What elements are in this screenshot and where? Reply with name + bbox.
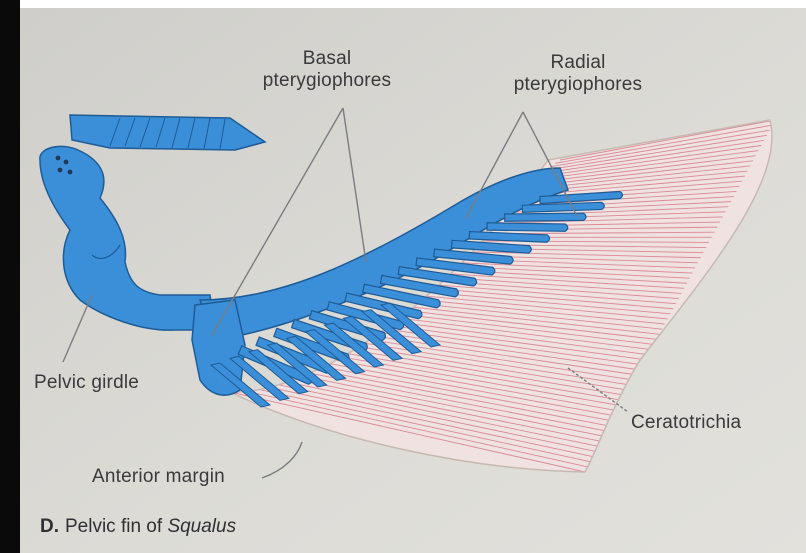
radial-element bbox=[487, 223, 568, 232]
caption-genus: Squalus bbox=[167, 516, 236, 537]
radial-element bbox=[505, 213, 586, 221]
label-radial-pterygiophores: Radial pterygiophores bbox=[478, 52, 678, 96]
label-radial-line2: pterygiophores bbox=[478, 74, 678, 96]
label-basal-line1: Basal bbox=[232, 48, 422, 70]
label-basal-line2: pterygiophores bbox=[232, 70, 422, 92]
label-radial-line1: Radial bbox=[478, 52, 678, 74]
caption-text: Pelvic fin of bbox=[65, 516, 162, 537]
left-black-border bbox=[0, 0, 20, 553]
figure-caption: D. Pelvic fin of Squalus bbox=[40, 516, 236, 538]
caption-letter: D. bbox=[40, 516, 59, 537]
label-anterior-margin: Anterior margin bbox=[92, 466, 225, 488]
label-pelvic-girdle: Pelvic girdle bbox=[34, 372, 139, 394]
label-ceratotrichia: Ceratotrichia bbox=[631, 412, 741, 434]
label-basal-pterygiophores: Basal pterygiophores bbox=[232, 48, 422, 92]
